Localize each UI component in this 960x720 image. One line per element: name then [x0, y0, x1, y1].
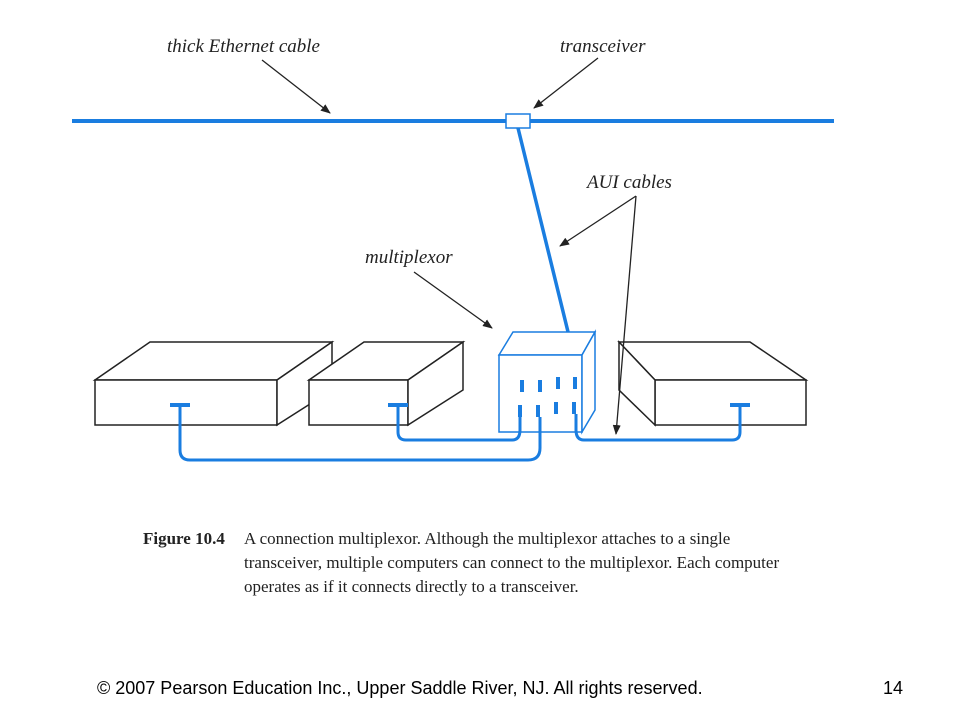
aui-cable-computer-2	[396, 405, 522, 442]
aui-cable-transceiver	[516, 127, 573, 368]
arrow-aui-2	[612, 195, 637, 435]
arrow-thick-cable	[261, 59, 331, 114]
aui-cable-computer-3	[574, 405, 742, 442]
arrow-aui-1	[559, 195, 637, 247]
label-multiplexor: multiplexor	[365, 247, 453, 268]
figure-caption-text: A connection multiplexor. Although the m…	[244, 529, 780, 596]
arrow-transceiver	[533, 57, 599, 109]
figure-caption: Figure 10.4 A connection multiplexor. Al…	[143, 527, 783, 599]
computer-1	[92, 340, 335, 427]
page-number: 14	[883, 678, 904, 698]
network-diagram: thick Ethernet cable transceiver AUI cab…	[72, 36, 834, 462]
arrow-multiplexor	[413, 271, 493, 329]
label-aui-cables: AUI cables	[585, 172, 672, 193]
label-transceiver: transceiver	[560, 36, 646, 57]
transceiver-box	[505, 113, 531, 129]
computer-2	[306, 340, 466, 427]
copyright-notice: © 2007 Pearson Education Inc., Upper Sad…	[97, 678, 703, 698]
aui-cable-computer-1	[178, 405, 542, 462]
computer-3	[617, 340, 809, 427]
label-thick-ethernet-cable: thick Ethernet cable	[167, 36, 320, 57]
multiplexor-box	[497, 329, 597, 435]
figure-number: Figure 10.4	[143, 529, 225, 548]
